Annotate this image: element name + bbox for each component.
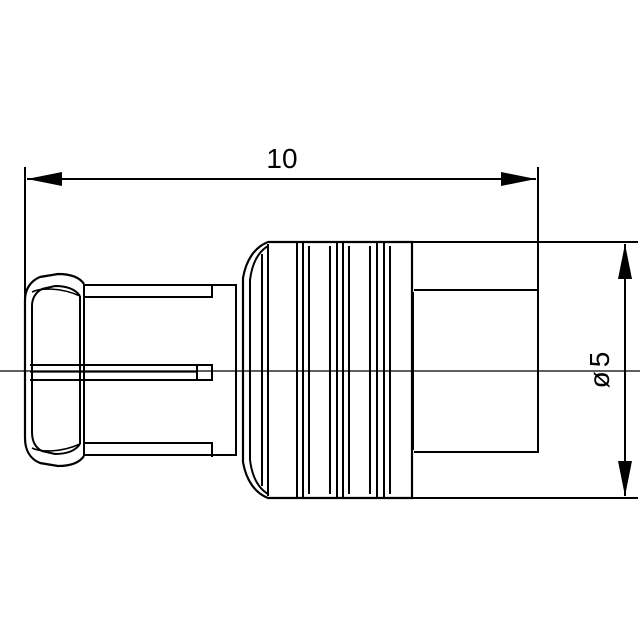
diameter-dimension: ø5: [412, 241, 638, 499]
length-label: 10: [266, 143, 297, 174]
length-dimension: 10: [24, 143, 539, 343]
tube-outline: [414, 289, 539, 453]
finger-middle: [30, 364, 213, 381]
cap-rim: [31, 288, 81, 452]
cap-inner: [31, 284, 81, 456]
body-inner-contour: [249, 245, 269, 495]
body-outline: [241, 240, 414, 500]
finger-bottom: [84, 442, 237, 457]
spring-cap: [23, 272, 85, 468]
finger-top: [84, 284, 237, 298]
cap-outline: [23, 272, 85, 468]
ribbed-body: [241, 240, 414, 500]
diameter-value: 5: [584, 352, 615, 368]
diameter-label: ø5: [584, 352, 615, 389]
arrowhead-right: [501, 172, 536, 186]
arrowhead-top: [618, 244, 632, 279]
arrowhead-bottom: [618, 461, 632, 496]
arrowhead-left: [27, 172, 62, 186]
contact-fingers: [30, 278, 244, 462]
diameter-symbol: ø: [584, 371, 615, 388]
